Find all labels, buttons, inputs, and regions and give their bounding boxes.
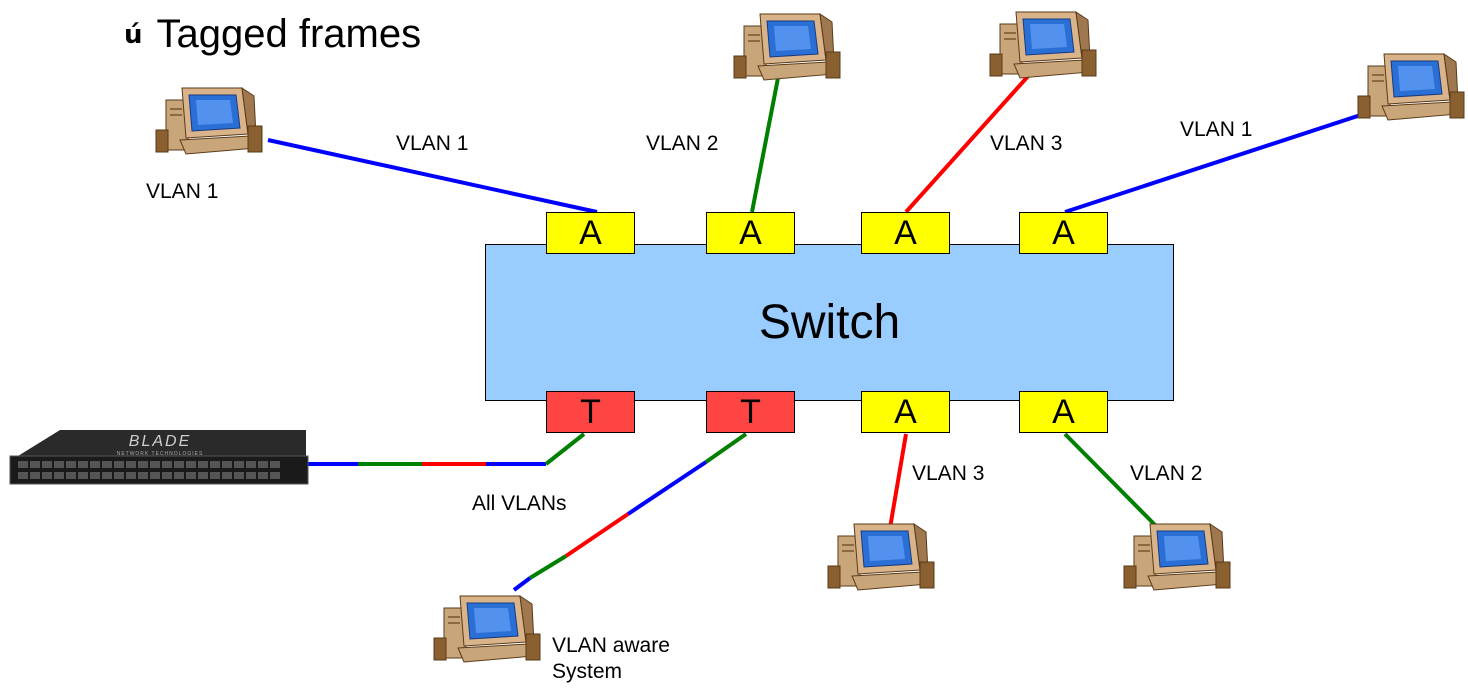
aware-seg-green1 xyxy=(704,432,748,464)
label-link-top4: VLAN 1 xyxy=(1180,118,1253,141)
slide-heading: ú Tagged frames xyxy=(124,12,421,57)
aware-seg-green2 xyxy=(528,554,568,580)
link-pc8-vlan2 xyxy=(1063,432,1160,530)
link-pc4-vlan1 xyxy=(1064,106,1383,214)
blade-switch-device: BLADE NETWORK TECHNOLOGIES xyxy=(9,430,309,485)
label-pc-left: VLAN 1 xyxy=(146,180,219,203)
link-pc3-vlan3 xyxy=(904,72,1032,214)
blade-sub-text: NETWORK TECHNOLOGIES xyxy=(117,451,204,457)
computer-icon xyxy=(1123,523,1231,591)
switch-label: Switch xyxy=(758,296,901,349)
port-bottom-3: A xyxy=(861,391,950,433)
label-link-top1: VLAN 1 xyxy=(396,132,469,155)
aware-seg-blue2 xyxy=(512,576,532,592)
heading-text: Tagged frames xyxy=(156,12,422,56)
port-bottom-2: T xyxy=(706,391,795,433)
bullet-symbol: ú xyxy=(124,20,143,50)
label-all-vlans: All VLANs xyxy=(472,492,567,515)
aware-seg-blue1 xyxy=(626,460,708,516)
label-link-bottom4: VLAN 2 xyxy=(1130,462,1203,485)
label-vlan-aware: VLAN aware xyxy=(552,634,670,657)
label-system: System xyxy=(552,660,623,683)
computer-icon xyxy=(989,11,1097,79)
label-link-bottom3: VLAN 3 xyxy=(912,462,985,485)
trunk-seg-green2 xyxy=(544,432,586,466)
blade-logo-text: BLADE xyxy=(129,433,191,450)
port-top-4: A xyxy=(1019,212,1108,254)
computer-icon xyxy=(155,87,263,155)
port-top-3: A xyxy=(861,212,950,254)
link-pc7-vlan3 xyxy=(888,433,908,529)
computer-icon xyxy=(433,595,541,663)
port-bottom-1: T xyxy=(546,391,635,433)
label-link-top2: VLAN 2 xyxy=(646,132,719,155)
link-pc1-vlan1 xyxy=(267,138,598,214)
label-link-top3: VLAN 3 xyxy=(990,132,1063,155)
computer-icon xyxy=(1357,53,1465,121)
computer-icon xyxy=(827,523,935,591)
switch-box: Switch xyxy=(485,244,1174,401)
aware-seg-red xyxy=(564,512,630,558)
port-top-2: A xyxy=(706,212,795,254)
port-bottom-4: A xyxy=(1019,391,1108,433)
port-top-1: A xyxy=(546,212,635,254)
link-pc2-vlan2 xyxy=(750,77,780,213)
computer-icon xyxy=(733,13,841,81)
